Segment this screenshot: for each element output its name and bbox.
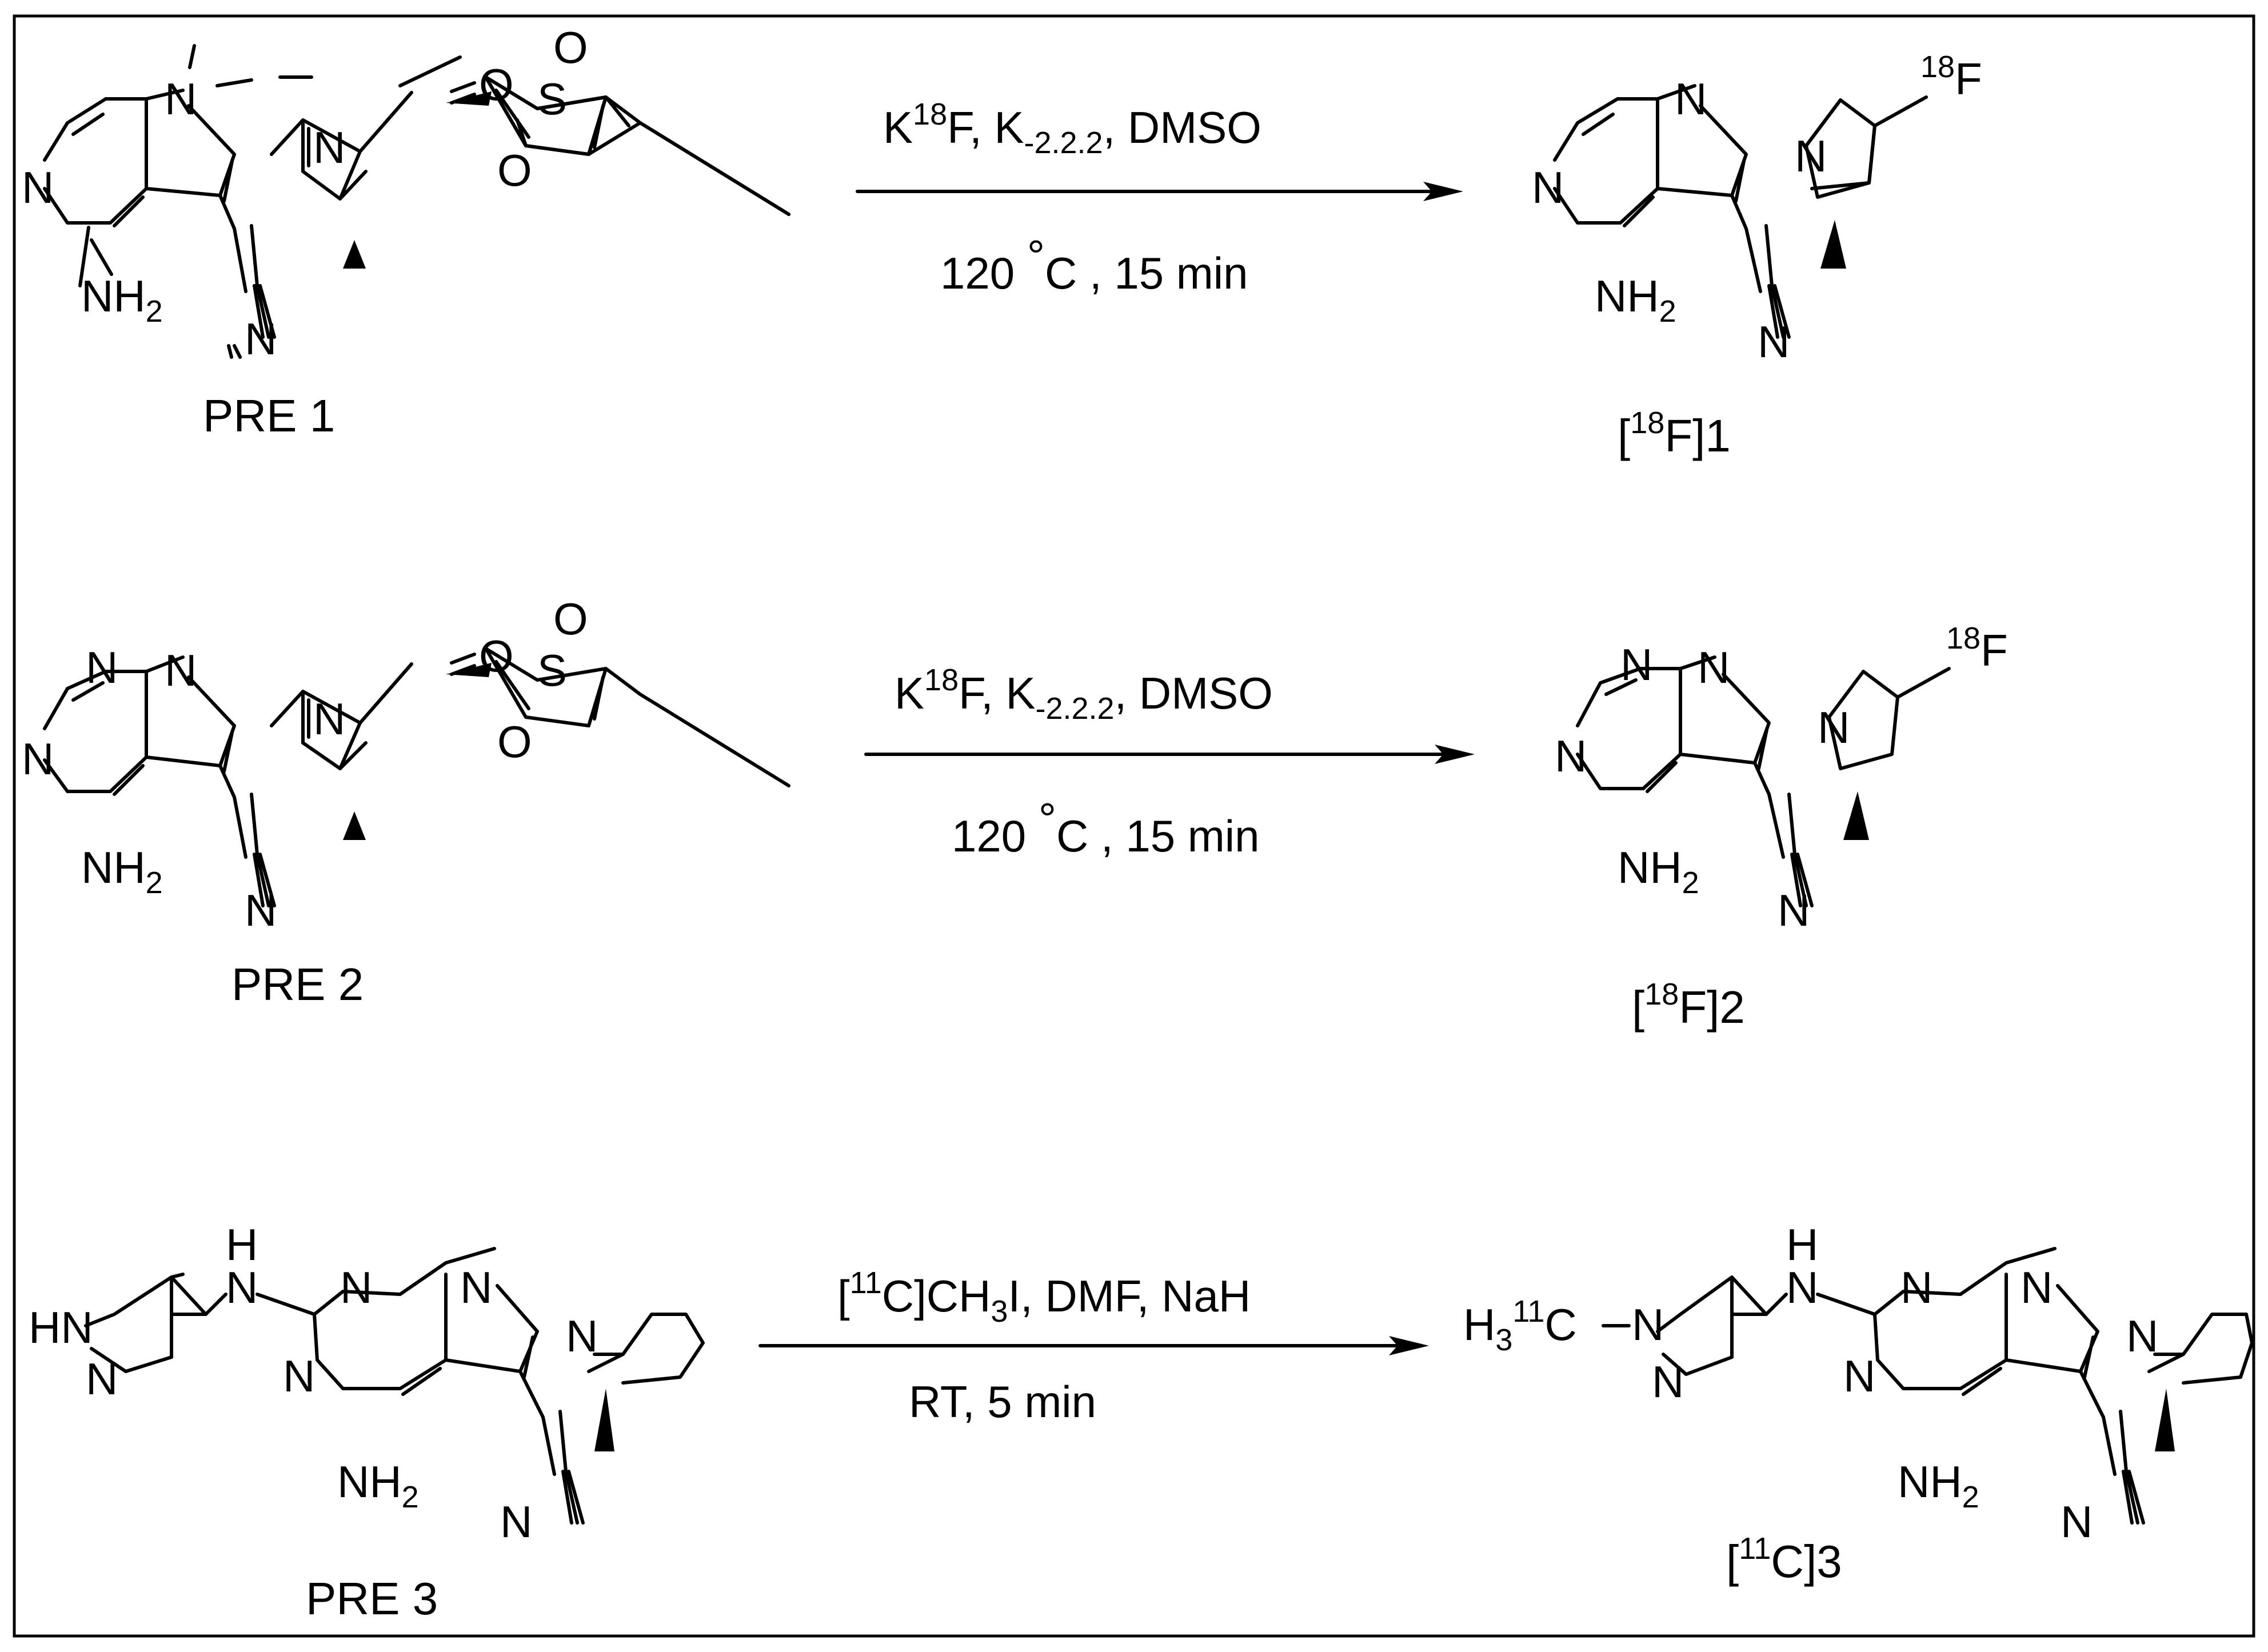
atom-nh2: NH2: [337, 1457, 419, 1514]
reaction-3-conditions: [11C]CH3I, DMF, NaH RT, 5 min: [758, 1266, 1429, 1427]
atom-n-pyrazole-substituted: N: [1632, 1299, 1664, 1350]
atom-nitrile-n: N: [245, 885, 277, 935]
product-3-atoms: H311C N N H N N N N N N NH2: [1463, 1219, 2158, 1547]
atom-f18: 18F: [1920, 50, 1982, 104]
reaction-1-conditions: K18F, K-2.2.2, DMSO 120 °C , 15 min: [856, 97, 1463, 298]
atom-n-pyrrolidine: N: [313, 122, 345, 173]
atom-o-bottom: O: [497, 717, 532, 767]
atom-nitrile-n: N: [1758, 317, 1790, 367]
product-1-atoms: N N N 18F N NH2: [1532, 50, 1982, 367]
atom-nitrile-n: N: [500, 1497, 532, 1547]
precursor-1-atoms: N N N O S O O N NH2: [22, 22, 588, 364]
product-3-label: [11C]3: [1726, 1531, 1842, 1587]
atom-n-left: N: [1555, 731, 1587, 781]
atom-n-amine: N: [226, 1262, 258, 1313]
atom-n-indole: N: [1698, 642, 1730, 693]
atom-nh2: NH2: [81, 271, 163, 329]
atom-f18: 18F: [1946, 621, 2008, 675]
atom-n-indole: N: [165, 645, 197, 695]
atom-n-left: N: [1843, 1351, 1875, 1401]
precursor-3-atoms: HN N H N N N N N N NH2: [29, 1219, 598, 1547]
atom-hn-pyrazole: HN: [29, 1302, 93, 1353]
conditions-1-line-1: K18F, K-2.2.2, DMSO: [883, 97, 1261, 160]
reaction-2-conditions: K18F, K-2.2.2, DMSO 120 °C , 15 min: [864, 663, 1475, 861]
reaction-3-arrow-head: [1389, 1336, 1429, 1355]
atom-n-left: N: [283, 1351, 315, 1401]
atom-n-top: N: [1620, 639, 1652, 690]
precursor-3-label: PRE 3: [306, 1573, 438, 1624]
conditions-2-line-2: 120 °C , 15 min: [952, 794, 1259, 861]
product-2-atoms: N N N N 18F N NH2: [1555, 621, 2008, 935]
precursor-2-label: PRE 2: [231, 959, 364, 1010]
scheme-frame: [13, 14, 2255, 1638]
atom-nh2: NH2: [1595, 271, 1676, 329]
atom-n-pyridine: N: [22, 162, 54, 213]
precursor-3-structure: [84, 1247, 705, 1525]
atom-n-pyrrolidine: N: [1795, 131, 1827, 181]
product-2-label: [18F]2: [1632, 977, 1745, 1033]
atom-n-indole: N: [460, 1262, 492, 1313]
atom-n-pyrazole: N: [86, 1354, 118, 1404]
atom-nh2: NH2: [1618, 842, 1699, 900]
atom-o-top: O: [553, 594, 588, 644]
atom-n-top: N: [86, 642, 118, 693]
atom-n-top: N: [1900, 1262, 1932, 1313]
atom-nh2: NH2: [81, 842, 163, 900]
conditions-1-line-2: 120 °C , 15 min: [940, 231, 1248, 298]
atom-n-pyrrolidine: N: [1818, 702, 1850, 753]
atom-n-left: N: [22, 734, 54, 784]
atom-h3-11c: H311C: [1463, 1294, 1577, 1357]
atom-s: S: [537, 74, 567, 124]
atom-h-amine: H: [1786, 1219, 1818, 1270]
atom-o-top: O: [553, 22, 588, 73]
atom-o-link: O: [479, 59, 514, 110]
atom-n-indole: N: [1675, 74, 1707, 124]
atom-n-indole: N: [165, 74, 197, 124]
product-1-structure: [1553, 84, 1928, 339]
reaction-2-arrow-head: [1435, 745, 1475, 764]
precursor-2-structure: [43, 647, 790, 907]
atom-o-link: O: [479, 631, 514, 681]
atom-nitrile-n: N: [2061, 1497, 2093, 1547]
reaction-1-arrow-head: [1423, 182, 1463, 201]
atom-o-bottom: O: [497, 145, 532, 195]
product-2-structure: [1576, 655, 1951, 907]
conditions-3-line-2: RT, 5 min: [909, 1377, 1096, 1427]
atom-n-amine: N: [1786, 1262, 1818, 1313]
atom-n-indole: N: [2021, 1262, 2053, 1313]
precursor-2-atoms: N N N N O S O O N NH2: [22, 594, 588, 935]
atom-s: S: [537, 645, 567, 695]
atom-nitrile-n: N: [245, 314, 277, 364]
atom-n-pyrrolidine: N: [566, 1311, 598, 1361]
conditions-3-line-1: [11C]CH3I, DMF, NaH: [837, 1266, 1251, 1329]
atom-h-amine: H: [226, 1219, 258, 1270]
precursor-1-structure: [43, 44, 790, 359]
precursor-1-label: PRE 1: [203, 390, 335, 441]
atom-nh2: NH2: [1898, 1457, 1979, 1514]
product-3-structure: [1602, 1247, 2254, 1525]
atom-n-pyrrolidine: N: [2126, 1311, 2158, 1361]
conditions-2-line-1: K18F, K-2.2.2, DMSO: [895, 663, 1273, 726]
atom-nitrile-n: N: [1778, 885, 1810, 935]
atom-n-pyrazole: N: [1652, 1357, 1684, 1407]
atom-n-pyridine: N: [1532, 162, 1564, 213]
product-1-label: [18F]1: [1618, 406, 1731, 461]
atom-n-pyrrolidine: N: [313, 694, 345, 744]
atom-n-top: N: [340, 1262, 372, 1313]
